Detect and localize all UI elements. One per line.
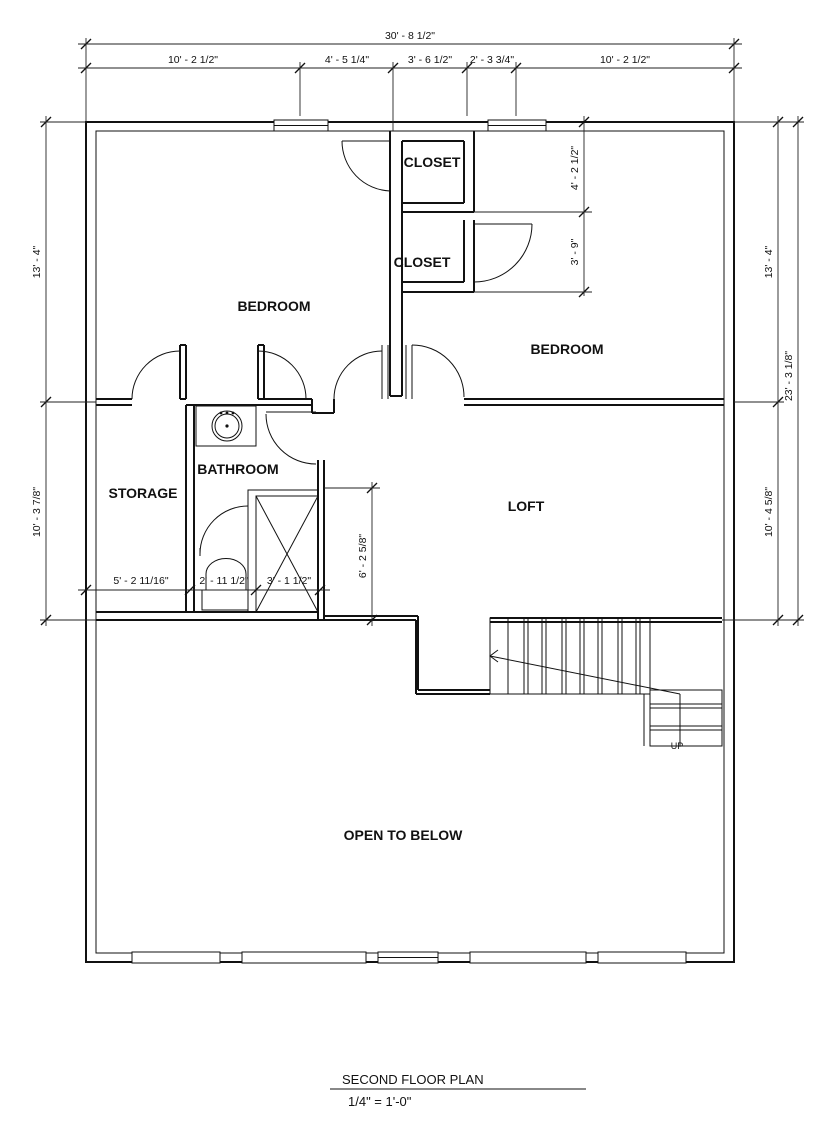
bathroom-fixtures [195, 405, 257, 611]
dim-left-lower: 10' - 3 7/8" [31, 487, 43, 537]
room-label-bedroom-left: BEDROOM [237, 298, 310, 314]
interior-walls [96, 131, 724, 695]
dim-right-upper: 13' - 4" [763, 245, 775, 278]
room-label-open-to-below: OPEN TO BELOW [344, 827, 464, 843]
room-label-bathroom: BATHROOM [197, 461, 278, 477]
dim-closet-mid-depth: 3' - 9" [569, 238, 581, 265]
dim-right-lower: 10' - 4 5/8" [763, 487, 775, 537]
windows [131, 119, 687, 964]
room-label-closet-top: CLOSET [404, 154, 461, 170]
dim-storage-width: 5' - 2 11/16" [113, 575, 168, 587]
doors [131, 140, 533, 556]
title-block: SECOND FLOOR PLAN 1/4" = 1'-0" [330, 1072, 586, 1109]
dim-overall-width: 30' - 8 1/2" [385, 30, 435, 42]
room-label-loft: LOFT [508, 498, 545, 514]
drawing-scale: 1/4" = 1'-0" [348, 1094, 412, 1109]
dim-right-overall: 23' - 3 1/8" [783, 351, 795, 401]
stair-up-label: UP [671, 741, 684, 751]
dim-shower-width: 3' - 1 1/2" [267, 575, 312, 587]
dimension-lines [40, 38, 804, 626]
dim-left-upper: 13' - 4" [31, 245, 43, 278]
room-label-storage: STORAGE [109, 485, 178, 501]
dim-top-seg-5: 10' - 2 1/2" [600, 54, 650, 66]
dim-top-seg-2: 4' - 5 1/4" [325, 54, 370, 66]
dim-top-seg-1: 10' - 2 1/2" [168, 54, 218, 66]
drawing-title: SECOND FLOOR PLAN [342, 1072, 484, 1087]
dim-bath-width: 2' - 11 1/2" [199, 575, 249, 587]
dim-top-seg-4: 2' - 3 3/4" [470, 54, 515, 66]
dim-top-seg-3: 3' - 6 1/2" [408, 54, 453, 66]
stairs [489, 617, 723, 747]
dim-closet-top-depth: 4' - 2 1/2" [569, 146, 581, 191]
room-label-closet-mid: CLOSET [394, 254, 451, 270]
dim-bath-wall: 6' - 2 5/8" [357, 534, 369, 579]
room-label-bedroom-right: BEDROOM [530, 341, 603, 357]
